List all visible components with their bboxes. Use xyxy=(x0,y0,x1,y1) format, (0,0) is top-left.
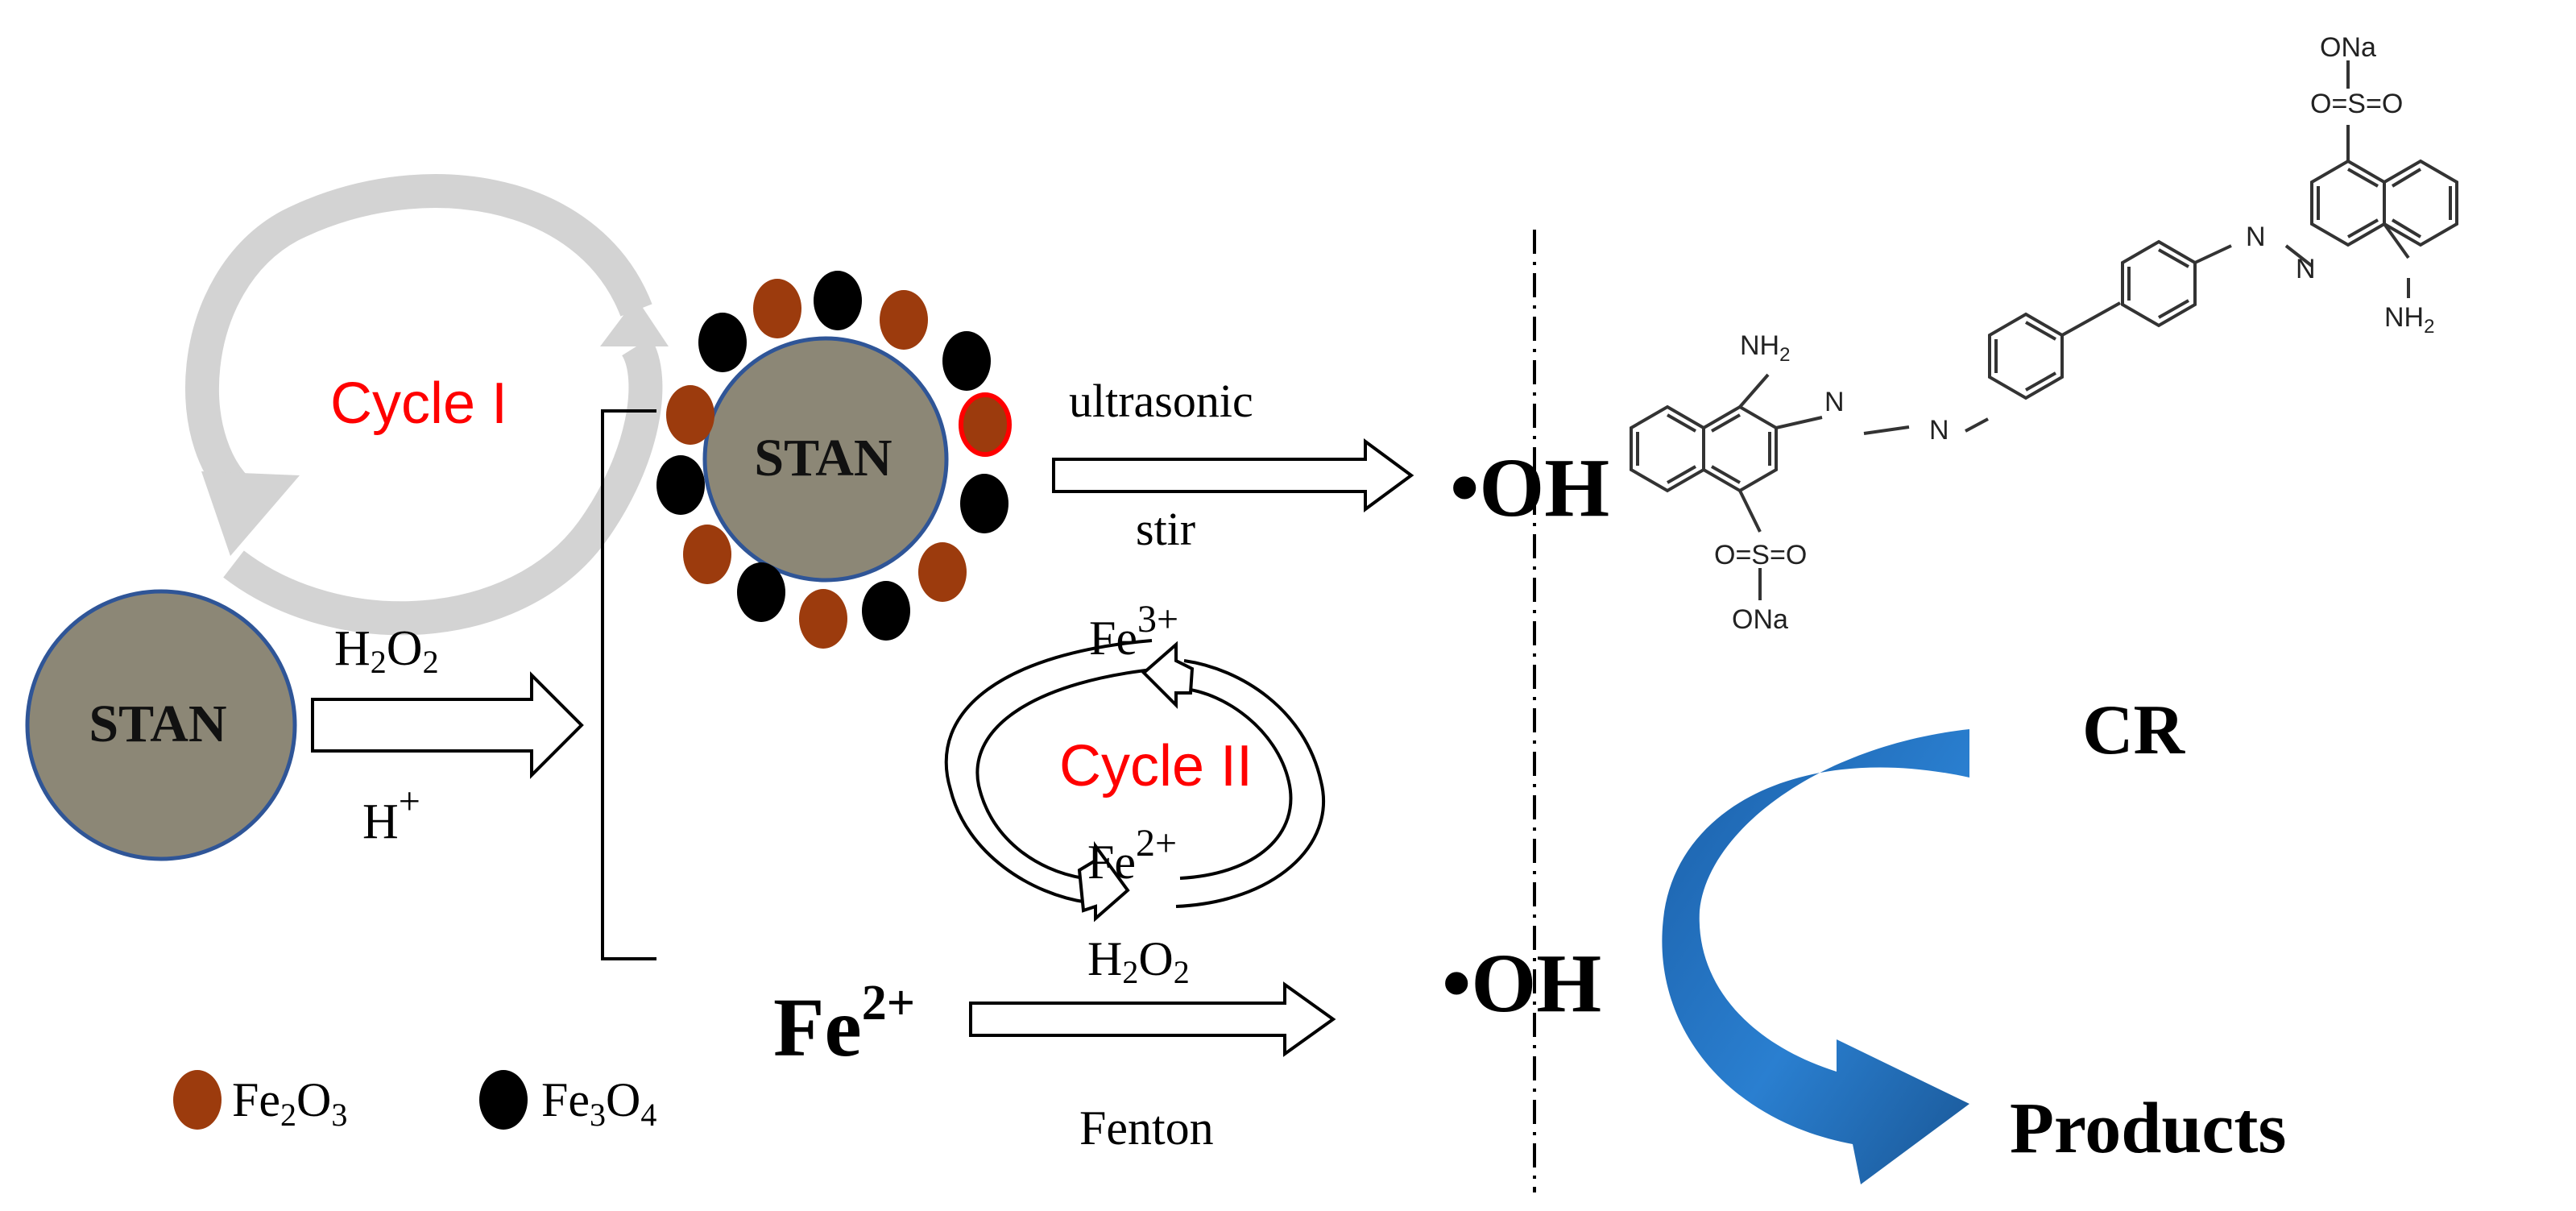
h2o2-fenton-label: H2O2 xyxy=(1087,932,1190,990)
cr-label: CR xyxy=(2082,691,2186,769)
fe3o4-dot xyxy=(698,313,747,372)
h-plus-label: H+ xyxy=(362,780,420,849)
azo-n: N xyxy=(1824,387,1845,417)
cycle-ii-arrows xyxy=(944,639,1326,923)
cycle-ii-label: Cycle II xyxy=(1059,734,1253,798)
so3-right: O=S=O xyxy=(2310,89,2403,119)
azo-n: N xyxy=(1929,415,1949,446)
oh-radical-bottom: •OH xyxy=(1442,937,1601,1030)
fe3o4-dot xyxy=(942,331,991,391)
stan-large-label: STAN xyxy=(754,429,892,487)
ona-left: ONa xyxy=(1732,604,1788,635)
fe2o3-dot xyxy=(799,589,847,649)
fe3o4-dot xyxy=(814,271,862,330)
so3-left: O=S=O xyxy=(1714,540,1807,570)
fe2o3-dot xyxy=(753,279,801,338)
cycle-i-arrow xyxy=(185,174,669,636)
fe2o3-legend-dot xyxy=(173,1070,222,1130)
fe3o4-dot xyxy=(960,474,1008,533)
congo-red-atom-labels: NH2 N N N N O=S=O ONa O=S=O ONa NH2 xyxy=(1714,32,2434,635)
ultrasonic-arrow xyxy=(1052,438,1414,512)
fe3o4-dot xyxy=(737,562,785,622)
reaction-arrow-h2o2 xyxy=(311,671,584,779)
fe3-plus-label: Fe3+ xyxy=(1089,598,1178,665)
fe2o3-dot xyxy=(880,290,928,350)
fe2o3-dot xyxy=(918,542,967,602)
legend: Fe2O3 Fe3O4 xyxy=(173,1070,656,1133)
ona-right: ONa xyxy=(2320,32,2376,63)
fe2o3-dot xyxy=(666,385,714,445)
fenton-arrow xyxy=(969,981,1336,1057)
azo-n: N xyxy=(2246,222,2266,252)
fe2o3-dot xyxy=(959,392,1012,457)
fe2o3-legend-label: Fe2O3 xyxy=(232,1073,347,1133)
nh2-right: NH2 xyxy=(2384,302,2434,338)
fe2o3-dot xyxy=(683,525,731,584)
fe3o4-dot xyxy=(862,581,910,641)
stan-small-label: STAN xyxy=(89,695,226,753)
fe2-plus-large-label: Fe2+ xyxy=(773,976,915,1074)
stan-particle-small xyxy=(25,589,297,861)
h2o2-reagent-label: H2O2 xyxy=(334,621,439,680)
congo-red-structure xyxy=(1630,60,2458,600)
stir-label: stir xyxy=(1136,503,1195,555)
fenton-label: Fenton xyxy=(1079,1101,1214,1155)
stan-coated-particle xyxy=(656,271,1012,649)
oh-radical-top: •OH xyxy=(1450,442,1609,534)
azo-n: N xyxy=(2296,254,2316,284)
fe3o4-dot xyxy=(656,455,705,515)
degradation-arrow xyxy=(1662,729,1969,1184)
fe2-plus-cycle-label: Fe2+ xyxy=(1087,822,1177,889)
fe3o4-legend-dot xyxy=(479,1070,528,1130)
cycle-i-label: Cycle I xyxy=(330,371,507,436)
ultrasonic-label: ultrasonic xyxy=(1069,375,1253,427)
fe3o4-legend-label: Fe3O4 xyxy=(541,1073,656,1133)
nh2-left: NH2 xyxy=(1740,330,1790,366)
branch-bracket xyxy=(601,409,656,960)
products-label: Products xyxy=(2010,1089,2286,1168)
